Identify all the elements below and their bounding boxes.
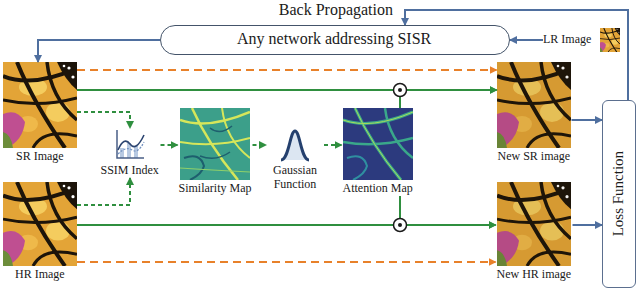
icon-node: Gaussian Function: [266, 128, 324, 192]
edge-label: Back Propagation: [277, 1, 395, 19]
connector: [510, 39, 543, 41]
operator-dot: [398, 88, 402, 92]
connector: [161, 144, 178, 146]
image-node: SR Image: [3, 62, 77, 164]
connector: [400, 90, 497, 108]
node-label: HR Image: [15, 268, 65, 282]
image-node: HR Image: [3, 182, 77, 282]
node-label: SSIM Index: [101, 164, 159, 178]
image-shade: [497, 62, 571, 148]
node-label: Similarity Map: [179, 182, 252, 196]
input-image-node: LR Image: [543, 26, 622, 54]
node-label: Any network addressing SISR: [237, 30, 431, 48]
connector: [77, 261, 496, 263]
operator-dot: [398, 223, 402, 227]
node-label: Loss Function: [610, 150, 627, 235]
node-label: New SR image: [498, 150, 571, 164]
image-node: Similarity Map: [178, 108, 253, 196]
hr-image: [3, 182, 77, 266]
node-label: New HR image: [497, 268, 572, 282]
connector: [400, 196, 496, 225]
operator-ring: [394, 84, 407, 97]
network-box: Any network addressing SISR: [160, 25, 510, 55]
ssim-icon: [117, 130, 144, 158]
new-hr-image: [497, 182, 571, 266]
image-node: New SR image: [497, 62, 572, 164]
gaussian-icon: [281, 131, 309, 160]
connector: [572, 119, 603, 121]
loss-box: Loss Function: [602, 100, 636, 288]
connector: [324, 144, 342, 146]
image-shade: [497, 182, 571, 266]
new-sr-image: [497, 62, 571, 148]
connector: [253, 144, 267, 146]
connector: [77, 178, 130, 205]
sr-image: [3, 62, 77, 148]
image-node: Attention Map: [342, 108, 415, 196]
multiply-operator: [394, 84, 407, 97]
attention-map-image: [343, 108, 413, 180]
connector: [77, 112, 130, 128]
node-label: SR Image: [16, 150, 64, 164]
node-label: LR Image: [543, 33, 591, 47]
operator-ring: [394, 219, 407, 232]
node-label: Attention Map: [343, 182, 413, 196]
lr-image: [600, 28, 620, 52]
connector: [38, 40, 160, 62]
image-node: New HR image: [496, 182, 573, 282]
connector: [405, 10, 628, 100]
icon-node: SSIM Index: [100, 128, 161, 178]
node-label: Gaussian Function: [267, 164, 323, 192]
multiply-operator: [394, 219, 407, 232]
connector: [77, 69, 497, 71]
similarity-map-image: [180, 108, 250, 180]
connector: [573, 224, 603, 226]
